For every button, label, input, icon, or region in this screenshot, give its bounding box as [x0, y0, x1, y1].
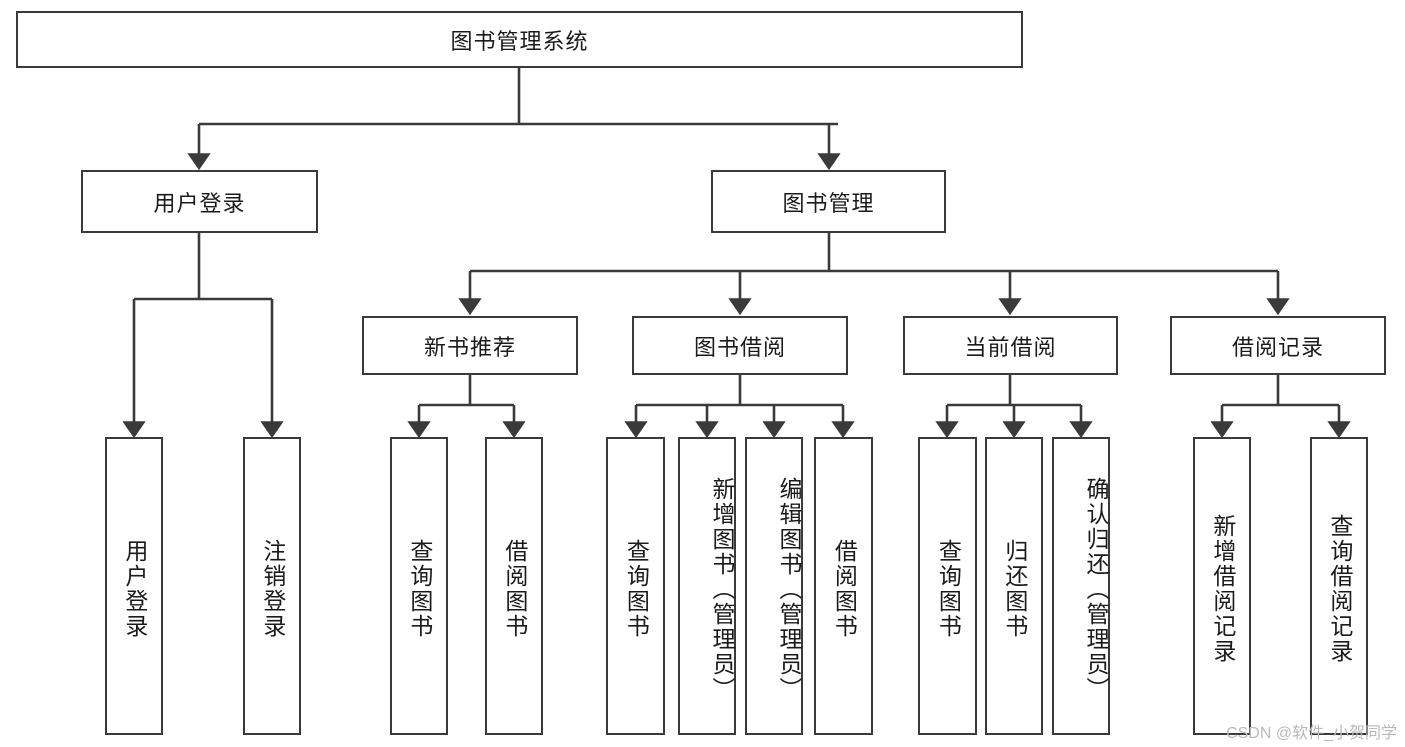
leaf-query-book-current[interactable]: 查询图书 — [918, 437, 977, 735]
leaf-query-book-borrow[interactable]: 查询图书 — [606, 437, 665, 735]
node-book-management[interactable]: 图书管理 — [711, 170, 946, 233]
watermark: CSDN @软件_小贺同学 — [1226, 725, 1397, 742]
node-current-borrow[interactable]: 当前借阅 — [903, 316, 1118, 375]
leaf-query-borrow-record[interactable]: 查询借阅记录 — [1310, 437, 1368, 735]
leaf-borrow-book[interactable]: 借阅图书 — [814, 437, 873, 735]
node-book-borrow[interactable]: 图书借阅 — [632, 316, 848, 375]
node-new-book-recommend[interactable]: 新书推荐 — [362, 316, 578, 375]
leaf-borrow-book-recommend[interactable]: 借阅图书 — [485, 437, 543, 735]
node-root[interactable]: 图书管理系统 — [16, 11, 1023, 68]
leaf-edit-book-admin[interactable]: 编辑图书（管理员） — [745, 437, 803, 735]
leaf-confirm-return-admin[interactable]: 确认归还（管理员） — [1052, 437, 1110, 735]
leaf-user-login[interactable]: 用户登录 — [105, 437, 163, 735]
leaf-return-book[interactable]: 归还图书 — [985, 437, 1043, 735]
node-user-login[interactable]: 用户登录 — [81, 170, 318, 233]
node-borrow-record[interactable]: 借阅记录 — [1170, 316, 1386, 375]
leaf-add-borrow-record[interactable]: 新增借阅记录 — [1193, 437, 1251, 735]
leaf-query-book-recommend[interactable]: 查询图书 — [390, 437, 448, 735]
leaf-logout[interactable]: 注销登录 — [243, 437, 301, 735]
leaf-add-book-admin[interactable]: 新增图书（管理员） — [678, 437, 736, 735]
